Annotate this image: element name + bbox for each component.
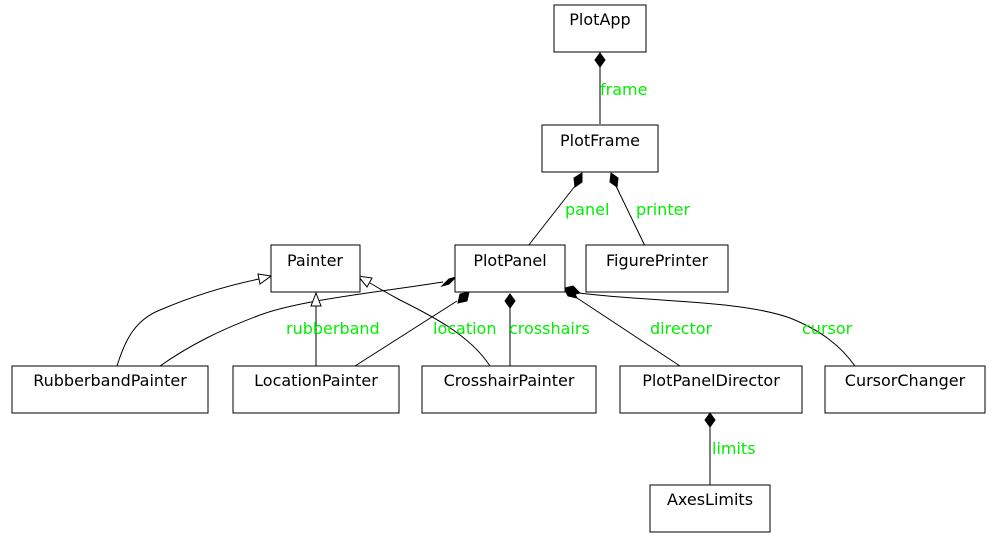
composition-diamond-icon: [440, 275, 458, 288]
node-cursorchanger[interactable]: CursorChanger: [824, 365, 986, 414]
node-label: Painter: [287, 251, 343, 270]
node-label: LocationPainter: [254, 371, 378, 390]
edge-label-frame: frame: [600, 80, 647, 99]
node-label: AxesLimits: [667, 490, 753, 509]
node-label: PlotFrame: [560, 131, 640, 150]
composition-diamond-icon: [573, 172, 583, 188]
node-plotpanel[interactable]: PlotPanel: [454, 244, 566, 293]
composition-diamond-icon: [504, 293, 516, 309]
composition-diamond-icon: [457, 291, 470, 304]
edge-label-panel: panel: [565, 200, 609, 219]
node-label: PlotPanel: [473, 251, 546, 270]
node-plotpaneldirector[interactable]: PlotPanelDirector: [619, 365, 803, 414]
edge-rubberbandpainter-painter: [116, 273, 273, 367]
node-figureprinter[interactable]: FigurePrinter: [585, 244, 729, 293]
edge-label-director: director: [650, 319, 713, 338]
edge-label-printer: printer: [636, 200, 690, 219]
edge-label-limits: limits: [712, 439, 756, 458]
node-plotframe[interactable]: PlotFrame: [541, 124, 659, 173]
edge-plotframe-plotpanel: [527, 172, 583, 247]
edge-locationpainter-painter: [310, 291, 322, 366]
composition-diamond-icon: [704, 412, 716, 428]
composition-diamond-icon: [594, 52, 606, 68]
node-label: PlotApp: [569, 10, 630, 29]
composition-diamond-icon: [609, 172, 619, 188]
edge-plotapp-plotframe: [594, 52, 606, 124]
edge-label-cursor: cursor: [802, 319, 853, 338]
edge-label-rubberband: rubberband: [286, 319, 380, 338]
node-label: CursorChanger: [845, 371, 966, 390]
inheritance-triangle-icon: [310, 291, 322, 307]
node-crosshairpainter[interactable]: CrosshairPainter: [421, 365, 597, 414]
edge-plotpaneldirector-axeslimits: [704, 412, 716, 485]
node-rubberbandpainter[interactable]: RubberbandPainter: [11, 365, 209, 414]
edge-plotpanel-rubberbandpainter: [159, 275, 458, 367]
node-painter[interactable]: Painter: [270, 244, 361, 293]
edge-label-crosshairs: crosshairs: [509, 319, 590, 338]
edge-crosshairpainter-painter: [356, 275, 491, 367]
inheritance-triangle-icon: [356, 275, 373, 288]
edge-plotpanel-crosshairpainter: [504, 293, 516, 366]
edge-plotpanel-cursorchanger: [564, 285, 856, 367]
node-label: FigurePrinter: [606, 251, 709, 270]
node-plotapp[interactable]: PlotApp: [553, 4, 647, 53]
node-locationpainter[interactable]: LocationPainter: [232, 365, 400, 414]
edge-label-location: location: [433, 319, 496, 338]
inheritance-triangle-icon: [257, 273, 273, 285]
node-label: CrosshairPainter: [444, 371, 575, 390]
edge-plotpanel-locationpainter: [354, 291, 470, 367]
composition-diamond-icon: [564, 285, 581, 296]
edge-plotframe-figureprinter: [609, 172, 646, 247]
node-label: RubberbandPainter: [33, 371, 187, 390]
node-label: PlotPanelDirector: [642, 371, 780, 390]
node-axeslimits[interactable]: AxesLimits: [649, 484, 771, 533]
